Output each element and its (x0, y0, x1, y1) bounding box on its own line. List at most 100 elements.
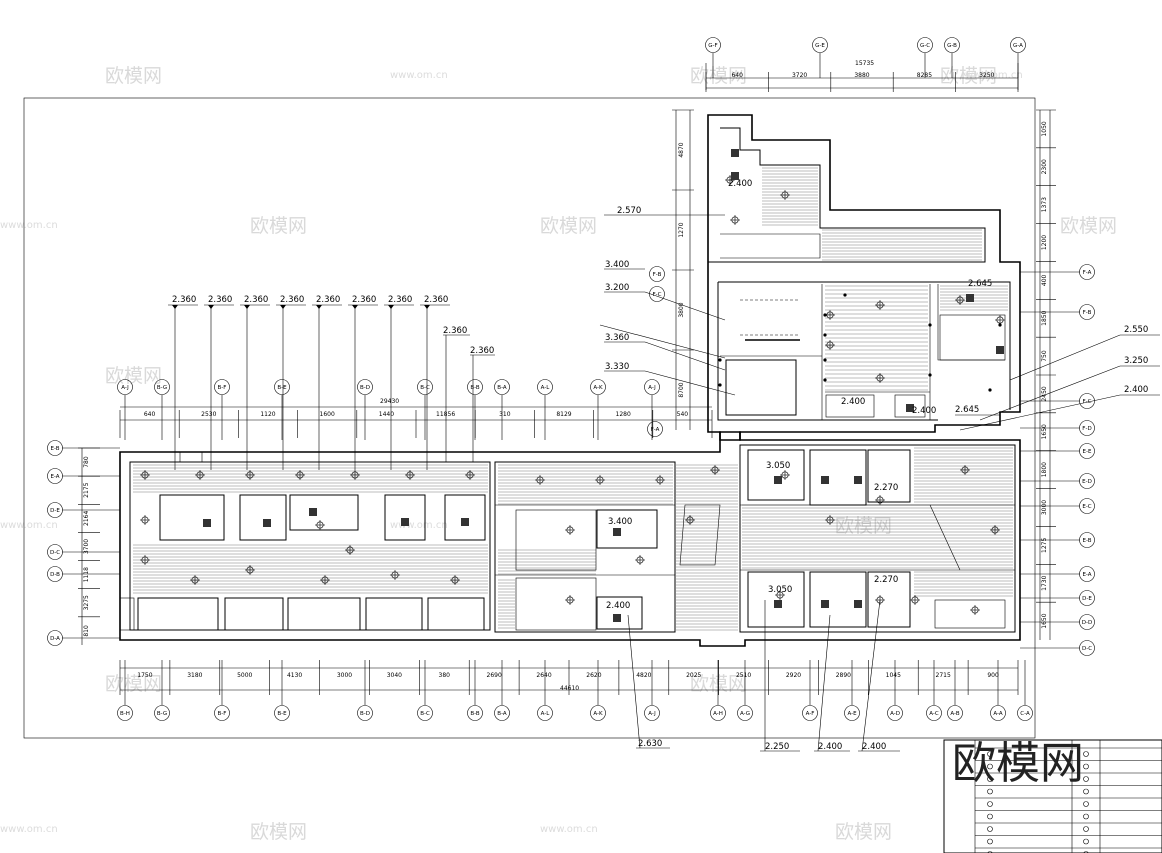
vent-icon (854, 476, 862, 484)
grid-axis-bubble: F-D (1079, 420, 1095, 436)
grid-axis-bubble: F-A (647, 421, 663, 437)
grid-axis-label: A-L (541, 711, 551, 717)
ceiling-panel (747, 449, 805, 501)
downlight-icon (910, 595, 920, 605)
grid-axis-label: E-E (1083, 449, 1092, 455)
dimension-value: 1118 (83, 567, 90, 582)
watermark-layer: 欧模网 欧模网 欧模网 欧模网 欧模网 欧模网 欧模网 欧模网 欧模网 欧模网 … (0, 65, 1117, 843)
vent-icon (774, 476, 782, 484)
grid-axis-label: G-C (920, 43, 930, 49)
grid-axis-label: A-C (929, 711, 939, 717)
grid-axis-bubble: D-B (47, 566, 63, 582)
grid-axis-bubble: A-J (117, 379, 133, 395)
elevation-label: 2.270 (874, 483, 898, 493)
dimension-value: 1800 (1041, 462, 1048, 477)
vent-icon (731, 172, 739, 180)
legend-symbol-icon (1083, 801, 1089, 807)
watermark-brand: 欧模网 (690, 65, 747, 87)
ceiling-panel (239, 494, 287, 541)
vent-icon (821, 476, 829, 484)
downlight-icon (140, 515, 150, 525)
spot-light-icon (823, 313, 827, 317)
grid-axis-bubble: B-E (274, 705, 290, 721)
dimension-value: 400 (1041, 274, 1048, 286)
elevation-label: 3.400 (605, 260, 629, 270)
ceiling-panel (596, 509, 658, 549)
spot-light-icon (823, 378, 827, 382)
dimension-value: 2450 (1041, 386, 1048, 401)
downlight-icon (955, 295, 965, 305)
grid-axis-bubble: B-B (467, 705, 483, 721)
grid-axis-bubble: B-A (494, 705, 510, 721)
watermark-url: www.om.cn (390, 520, 448, 531)
grid-axis-bubble: B-F (214, 705, 230, 721)
downlight-icon (350, 470, 360, 480)
grid-axis-label: E-A (50, 474, 59, 480)
right-dimension-chain: 1050230013731200400185075024501650180030… (1020, 109, 1095, 656)
downlight-icon (195, 470, 205, 480)
dimension-value: 2640 (536, 672, 551, 679)
grid-axis-label: G-F (708, 43, 717, 49)
elevation-label: 2.360 (280, 295, 304, 305)
dimension-value: 2530 (201, 411, 216, 418)
watermark-url: www.om.cn (540, 824, 598, 835)
grid-axis-label: B-C (420, 385, 430, 391)
dimension-value: 4820 (636, 672, 651, 679)
dimension-value: 380 (439, 672, 451, 679)
grid-axis-label: D-C (1082, 646, 1092, 652)
legend-symbol-icon (987, 751, 993, 757)
spot-light-icon (928, 323, 932, 327)
grid-axis-bubble: A-C (926, 705, 942, 721)
dimension-value: 1373 (1041, 197, 1048, 212)
elevation-label: 3.400 (608, 517, 632, 527)
dimension-value: 3040 (387, 672, 402, 679)
dimension-value: 3720 (792, 72, 807, 79)
ceiling-panel (939, 314, 1006, 361)
grid-axis-label: D-D (1082, 620, 1092, 626)
light-fixtures (140, 149, 1005, 622)
brand-logo: 欧模网 (952, 738, 1084, 789)
dimension-value: 1440 (379, 411, 394, 418)
dim-mid-total: 29430 (380, 398, 399, 405)
elevation-label: 2.360 (208, 295, 232, 305)
grid-axis-label: A-D (890, 711, 900, 717)
grid-axis-label: E-A (1082, 572, 1091, 578)
dimension-value: 2920 (786, 672, 801, 679)
grid-axis-bubble: A-D (887, 705, 903, 721)
grid-axis-label: A-L (541, 385, 551, 391)
dim-bottom-total: 44610 (560, 685, 579, 692)
grid-axis-bubble: A-J (644, 379, 660, 395)
elevation-label: 2.400 (841, 397, 865, 407)
grid-axis-bubble: D-D (1079, 614, 1095, 630)
grid-axis-bubble: E-D (1079, 473, 1095, 489)
vent-icon (774, 600, 782, 608)
grid-axis-label: G-B (947, 43, 957, 49)
grid-axis-label: E-C (1082, 504, 1091, 510)
downlight-icon (875, 495, 885, 505)
elevation-label: 2.360 (424, 295, 448, 305)
elevation-label: 2.360 (244, 295, 268, 305)
grid-axis-bubble: A-L (537, 705, 553, 721)
dim-top-total: 15735 (855, 60, 874, 67)
dimension-value: 2300 (1041, 159, 1048, 174)
downlight-icon (775, 590, 785, 600)
legend-symbol-icon (1083, 838, 1089, 845)
ceiling-panel (825, 394, 875, 418)
ceiling-hatch-areas (133, 167, 1013, 631)
ceiling-panel (809, 571, 867, 628)
grid-axis-label: B-A (497, 385, 507, 391)
downlight-icon (535, 475, 545, 485)
dimension-value: 4130 (287, 672, 302, 679)
door-block (119, 597, 135, 631)
grid-axis-label: B-E (277, 711, 287, 717)
grid-axis-label: A-H (713, 711, 723, 717)
downlight-icon (730, 215, 740, 225)
grid-axis-bubble: A-G (737, 705, 753, 721)
dimension-value: 750 (1041, 350, 1048, 362)
dimension-value: 640 (731, 72, 743, 79)
legend-symbol-icon (1083, 851, 1089, 853)
elevation-label: 2.360 (352, 295, 376, 305)
ceiling-panel (444, 494, 486, 541)
